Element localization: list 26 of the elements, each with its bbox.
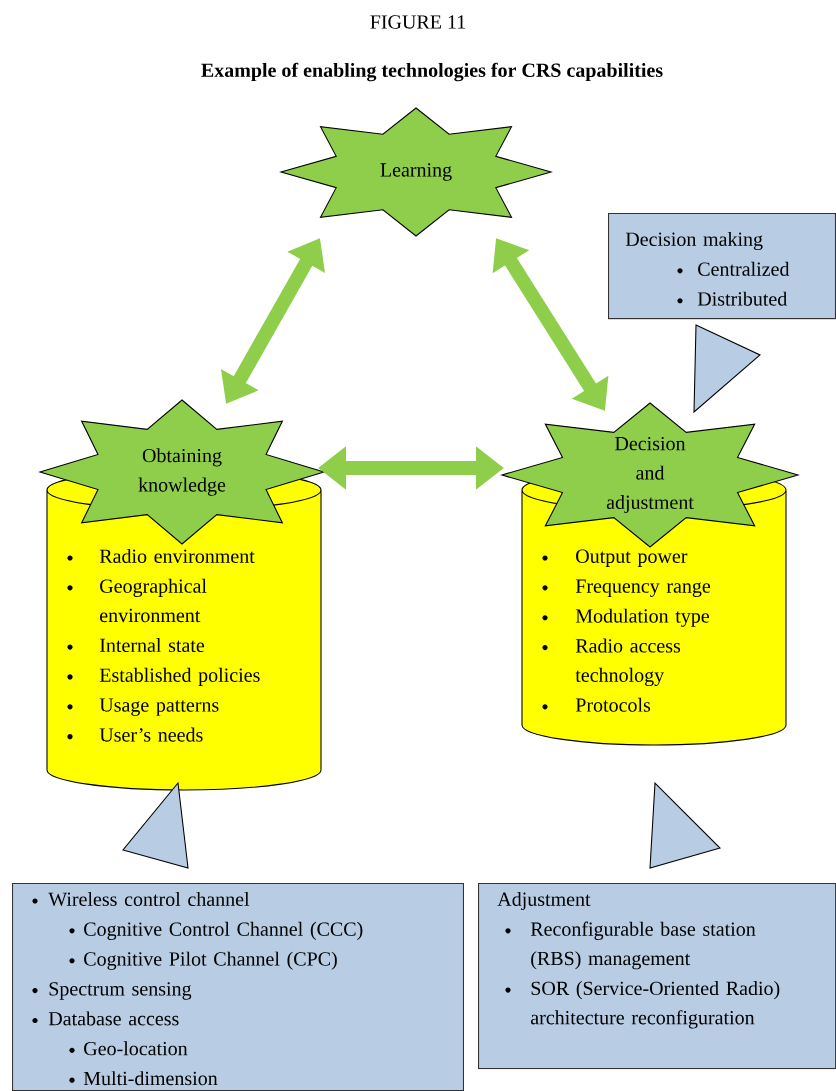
list-item: Centralized xyxy=(677,261,790,276)
list-item: Multi-dimension xyxy=(69,1071,218,1086)
list-item: Modulation type xyxy=(542,608,709,627)
list-item: Database access xyxy=(32,1011,179,1026)
list-item: Frequency range xyxy=(542,579,711,597)
list-item: Cognitive Pilot Channel (CPC) xyxy=(69,951,337,970)
box-heading: Adjustment xyxy=(497,891,591,911)
list-item: Radio access technology xyxy=(542,638,681,687)
list-item: Usage patterns xyxy=(67,698,219,716)
list-item: Protocols xyxy=(542,697,651,712)
list-item: Geographical environment xyxy=(67,578,207,623)
box-heading: Decision making xyxy=(625,231,763,251)
title: Example of enabling technologies for CRS capabilities xyxy=(201,62,663,82)
list-item: Reconfigurable base station (RBS) management xyxy=(505,921,756,970)
list-item: Internal state xyxy=(67,638,205,653)
list-item: Cognitive Control Channel (CCC) xyxy=(69,921,363,940)
list-item: Geo-location xyxy=(69,1041,188,1056)
list-item: Radio environment xyxy=(67,548,255,563)
figure-number: FIGURE 11 xyxy=(370,15,466,29)
list-item: User’s needs xyxy=(67,727,203,742)
list-item: Spectrum sensing xyxy=(32,982,192,1000)
list-item: SOR (Service-Oriented Radio) architecture reconfiguration xyxy=(505,981,780,1029)
list-item: Output power xyxy=(542,549,688,568)
list-item: Distributed xyxy=(677,291,787,306)
list-item: Established policies xyxy=(67,667,260,686)
list-item: Wireless control channel xyxy=(32,891,250,907)
